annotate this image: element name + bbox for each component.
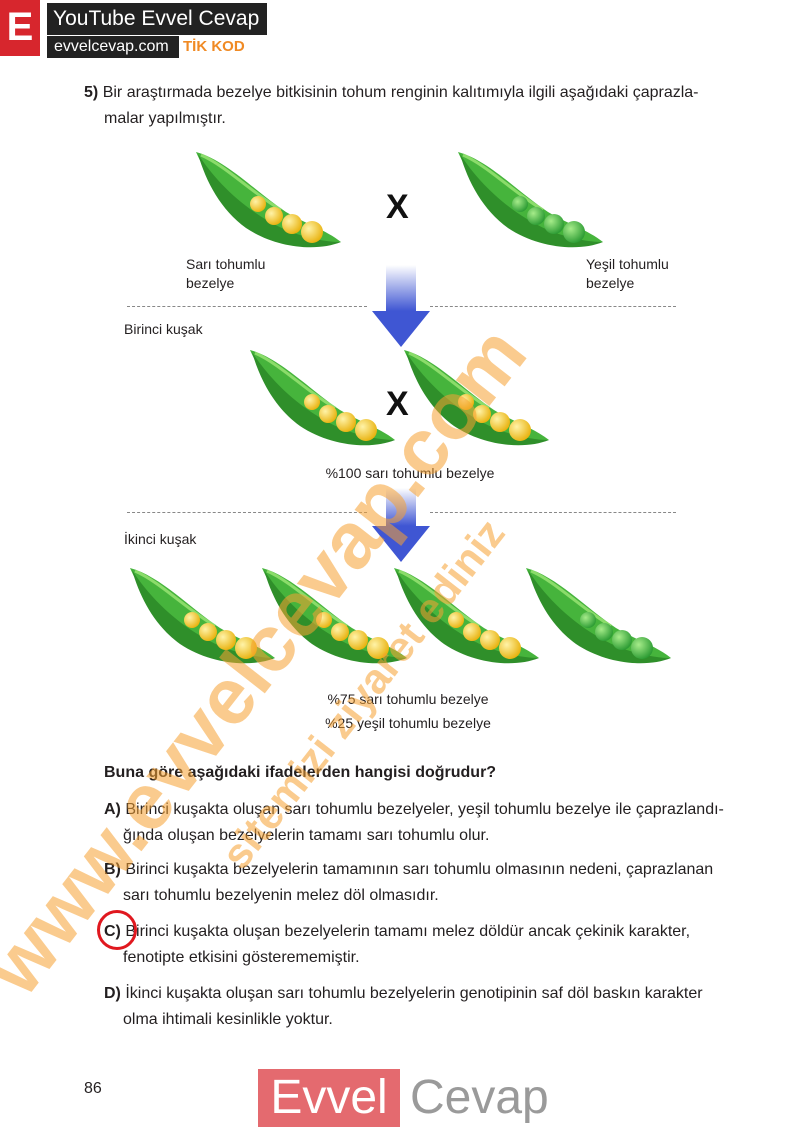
divider xyxy=(430,306,676,307)
channel-title: YouTube Evvel Cevap xyxy=(47,3,267,35)
f2-title: İkinci kuşak xyxy=(124,531,197,547)
question-line-2: malar yapılmıştır. xyxy=(104,110,226,127)
f1-pod-left xyxy=(248,348,397,447)
divider xyxy=(127,306,367,307)
f1-pod-right xyxy=(402,348,551,447)
page-number: 86 xyxy=(84,1080,102,1097)
logo-badge: E xyxy=(0,0,40,56)
option-key: D) xyxy=(104,985,121,1002)
parent-yellow-label: Sarı tohumlu bezelye xyxy=(186,256,266,291)
arrow-down-icon xyxy=(372,488,430,562)
question-line-1: Bir araştırmada bezelye bitkisinin tohum… xyxy=(102,84,699,101)
parent-green-pod xyxy=(456,150,605,249)
f2-pod-4 xyxy=(524,566,673,665)
answer-circle-mark xyxy=(97,910,137,950)
cross-symbol: X xyxy=(386,385,409,423)
option-d[interactable]: D) İkinci kuşakta oluşan sarı tohumlu be… xyxy=(104,985,703,1028)
question-prompt: Buna göre aşağıdaki ifadelerden hangisi … xyxy=(104,764,497,781)
f1-title: Birinci kuşak xyxy=(124,321,203,337)
arrow-down-icon xyxy=(372,265,430,347)
option-key: B) xyxy=(104,861,121,878)
f2-result-green: %25 yeşil tohumlu bezelye xyxy=(325,715,491,731)
f1-result: %100 sarı tohumlu bezelye xyxy=(325,465,495,481)
option-b[interactable]: B) Birinci kuşakta bezelyelerin tamamını… xyxy=(104,861,714,904)
divider xyxy=(430,512,676,513)
header-tag: TİK KOD xyxy=(183,38,245,55)
cross-symbol: X xyxy=(386,188,409,226)
option-c[interactable]: C) Birinci kuşakta oluşan bezelyelerin t… xyxy=(104,923,691,966)
f2-pod-1 xyxy=(128,566,277,665)
footer-brand-evvel: Evvel xyxy=(258,1069,400,1127)
f2-pod-3 xyxy=(392,566,541,665)
parent-yellow-pod xyxy=(194,150,343,249)
divider xyxy=(127,512,367,513)
option-key: A) xyxy=(104,801,121,818)
option-a[interactable]: A) Birinci kuşakta oluşan sarı tohumlu b… xyxy=(104,801,724,844)
site-url[interactable]: evvelcevap.com xyxy=(47,36,179,58)
question-number: 5) xyxy=(84,84,99,101)
f2-result-yellow: %75 sarı tohumlu bezelye xyxy=(327,691,489,707)
parent-green-label: Yeşil tohumlu bezelye xyxy=(586,256,669,291)
footer-brand-cevap: Cevap xyxy=(410,1071,549,1124)
question-stem: 5) Bir araştırmada bezelye bitkisinin to… xyxy=(84,80,744,106)
f2-pod-2 xyxy=(260,566,409,665)
